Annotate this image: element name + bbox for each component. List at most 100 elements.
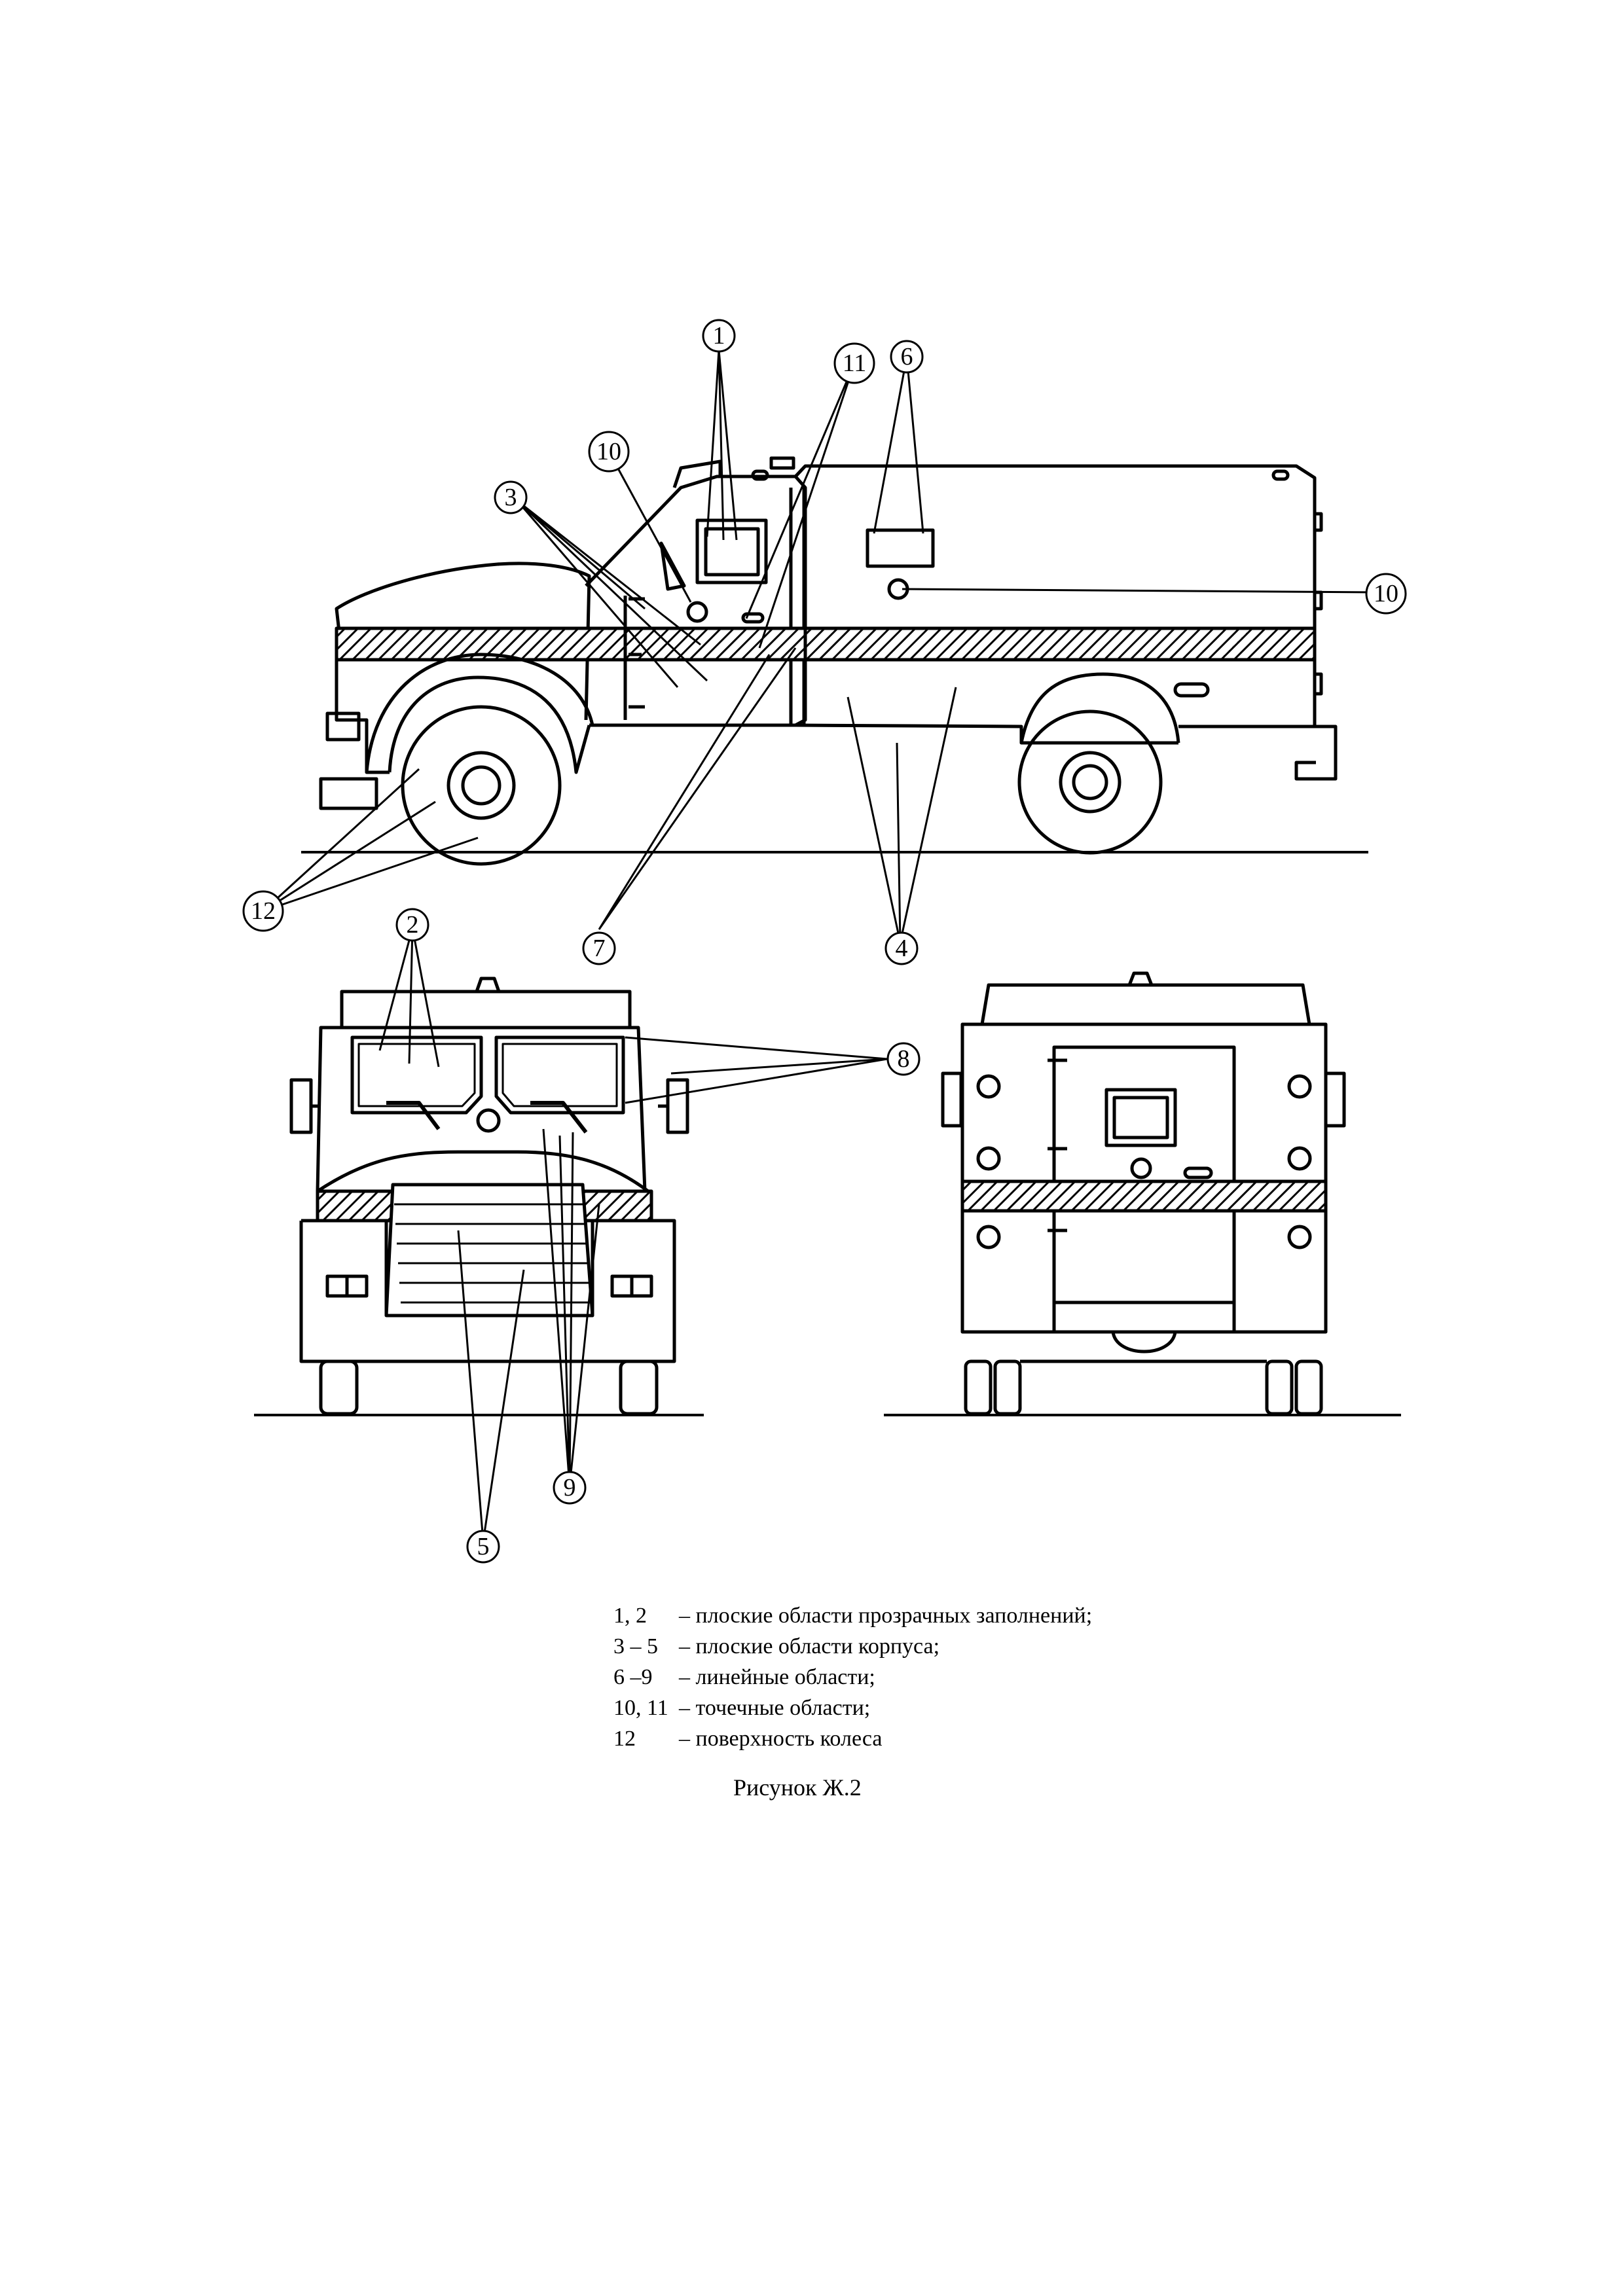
side-roof-lamp bbox=[672, 456, 795, 488]
side-front-wheel-hub bbox=[461, 765, 501, 806]
front-roof-lamp bbox=[475, 977, 501, 992]
svg-text:12: 12 bbox=[251, 897, 276, 925]
front-grille-bars bbox=[394, 1203, 591, 1304]
rear-mirror-left bbox=[941, 1071, 963, 1128]
legend-key: 10, 11 bbox=[613, 1696, 668, 1720]
side-roof-marker-2 bbox=[1271, 469, 1290, 481]
rear-port-left-1 bbox=[976, 1074, 1001, 1099]
side-rear-wheel bbox=[1017, 709, 1163, 855]
side-cab-window-inner bbox=[704, 527, 760, 577]
side-rear-wheel-rim bbox=[1059, 751, 1122, 814]
rear-port-right-2 bbox=[1287, 1146, 1312, 1171]
legend-key: 6 –9 bbox=[613, 1665, 653, 1689]
callout-3: 3 bbox=[494, 480, 528, 514]
svg-text:7: 7 bbox=[593, 935, 606, 962]
legend-row: 12 – поверхность колеса bbox=[613, 1723, 1092, 1754]
side-front-body bbox=[335, 632, 390, 774]
rear-window-inner bbox=[1112, 1096, 1169, 1139]
svg-text:2: 2 bbox=[407, 911, 419, 939]
callout-10-left: 10 bbox=[588, 431, 630, 473]
rear-roof bbox=[980, 983, 1311, 1026]
side-door-handle bbox=[741, 612, 765, 624]
svg-text:5: 5 bbox=[477, 1533, 490, 1560]
callout-11: 11 bbox=[833, 342, 875, 384]
front-hood bbox=[316, 1150, 649, 1193]
front-view bbox=[254, 977, 704, 1416]
callout-10-right: 10 bbox=[1365, 573, 1407, 615]
front-window-left bbox=[350, 1035, 483, 1115]
side-door-port bbox=[686, 601, 708, 623]
rear-roof-lamp bbox=[1127, 971, 1154, 986]
legend-row: 6 –9 – линейные области; bbox=[613, 1662, 1092, 1693]
legend-text: – плоские области корпуса; bbox=[679, 1634, 940, 1659]
callout-9: 9 bbox=[553, 1471, 587, 1505]
callout-7: 7 bbox=[582, 931, 616, 965]
callout-2: 2 bbox=[395, 908, 429, 942]
side-stripe-box bbox=[803, 626, 1317, 662]
front-wipers bbox=[386, 1101, 588, 1134]
svg-text:9: 9 bbox=[564, 1474, 576, 1501]
rear-port-right-1 bbox=[1287, 1074, 1312, 1099]
front-roof bbox=[340, 990, 632, 1030]
callout-8: 8 bbox=[886, 1042, 921, 1076]
legend-row: 1, 2– плоские области прозрачных заполне… bbox=[613, 1600, 1092, 1631]
legend: 1, 2– плоские области прозрачных заполне… bbox=[613, 1600, 1092, 1754]
side-cab-window bbox=[695, 518, 768, 584]
svg-text:10: 10 bbox=[1374, 580, 1398, 607]
rear-port-left-2 bbox=[976, 1146, 1001, 1171]
side-mirror bbox=[659, 541, 686, 591]
rear-mirror-right bbox=[1324, 1071, 1346, 1128]
front-wheel-left bbox=[319, 1359, 359, 1416]
side-lower-body bbox=[589, 723, 1178, 745]
side-hood bbox=[335, 562, 591, 721]
rear-door-port bbox=[1130, 1157, 1152, 1179]
rear-wheel-left-2 bbox=[993, 1359, 1022, 1416]
side-box-body bbox=[794, 464, 1317, 728]
rear-wheel-left-1 bbox=[964, 1359, 993, 1416]
side-roof-marker-1 bbox=[751, 469, 769, 481]
svg-text:8: 8 bbox=[898, 1045, 910, 1073]
leader-lines bbox=[262, 350, 1379, 1542]
side-headlight bbox=[325, 711, 361, 742]
svg-text:10: 10 bbox=[596, 438, 621, 465]
legend-text: – плоские области прозрачных заполнений; bbox=[679, 1604, 1093, 1628]
svg-text:1: 1 bbox=[713, 322, 725, 350]
side-stripe-front bbox=[335, 626, 807, 662]
side-view bbox=[301, 456, 1368, 866]
legend-key: 12 bbox=[613, 1727, 636, 1751]
callout-12: 12 bbox=[242, 890, 284, 932]
callout-4: 4 bbox=[884, 931, 919, 965]
svg-text:4: 4 bbox=[896, 935, 908, 962]
svg-text:6: 6 bbox=[901, 343, 913, 370]
rear-door-handle bbox=[1183, 1166, 1213, 1179]
callout-1: 1 bbox=[702, 319, 736, 353]
legend-key: 3 – 5 bbox=[613, 1634, 658, 1659]
figure-caption: Рисунок Ж.2 bbox=[733, 1774, 862, 1801]
front-window-right bbox=[494, 1035, 625, 1115]
rear-port-right-3 bbox=[1287, 1225, 1312, 1249]
rear-door-hinges bbox=[1048, 1058, 1067, 1232]
rear-hitch bbox=[1111, 1331, 1177, 1354]
rear-view bbox=[884, 971, 1401, 1416]
front-window-left-inner bbox=[357, 1043, 476, 1107]
legend-row: 10, 11 – точечные области; bbox=[613, 1693, 1092, 1723]
front-mirror-left bbox=[289, 1078, 313, 1134]
front-mirror-right bbox=[666, 1078, 689, 1134]
callout-6: 6 bbox=[890, 340, 924, 374]
legend-text: – поверхность колеса bbox=[679, 1727, 883, 1751]
legend-row: 3 – 5 – плоские области корпуса; bbox=[613, 1631, 1092, 1662]
side-box-marker bbox=[1173, 682, 1210, 698]
rear-door bbox=[1052, 1045, 1236, 1304]
side-front-wheel bbox=[401, 705, 562, 866]
rear-bumper bbox=[962, 1302, 1326, 1334]
legend-text: – точечные области; bbox=[679, 1696, 871, 1720]
front-window-right-inner bbox=[501, 1043, 618, 1107]
front-center-lamp bbox=[476, 1108, 501, 1133]
side-box-window bbox=[866, 528, 935, 568]
side-door-hinges bbox=[623, 596, 645, 720]
side-front-arch bbox=[388, 675, 591, 774]
legend-text: – линейные области; bbox=[679, 1665, 875, 1689]
side-front-bumper bbox=[319, 777, 378, 810]
svg-text:3: 3 bbox=[505, 484, 517, 511]
